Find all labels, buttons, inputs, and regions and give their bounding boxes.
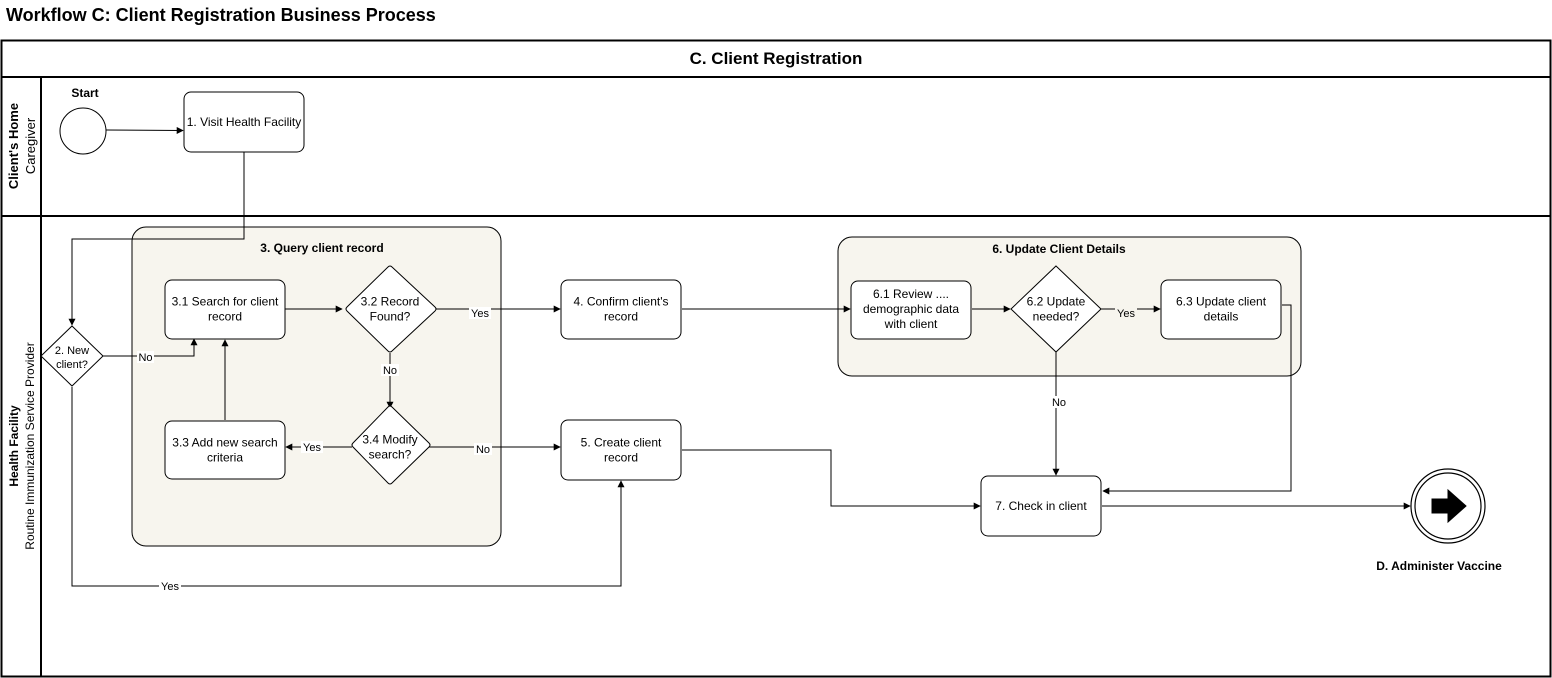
node-confirm-box — [560, 279, 682, 340]
edge-create-to-checkin — [682, 449, 981, 510]
lane-facility-subtitle: Routine Immunization Service Provider — [23, 342, 37, 549]
edge-visit-to-new-client — [68, 152, 245, 326]
label-update-no: No — [1052, 397, 1066, 409]
edge-new-client-yes — [71, 387, 625, 587]
lane-facility-title: Health Facility — [7, 405, 21, 487]
start-label: Start — [71, 86, 98, 100]
node-checkin-label: 7. Check in client — [995, 499, 1087, 513]
node-search-box — [164, 279, 286, 340]
node-review-box — [850, 280, 972, 340]
node-visit-label: 1. Visit Health Facility — [187, 115, 302, 129]
label-new-client-yes: Yes — [161, 581, 179, 593]
page-title: Workflow C: Client Registration Business… — [6, 5, 436, 25]
label-found-no: No — [383, 365, 397, 377]
label-found-yes: Yes — [471, 308, 489, 320]
group-update-title: 6. Update Client Details — [992, 242, 1126, 256]
node-visit-box — [183, 91, 305, 153]
label-update-yes: Yes — [1117, 308, 1135, 320]
node-update-details-box — [1160, 279, 1282, 340]
node-checkin-box — [980, 475, 1102, 537]
end-event — [1410, 468, 1486, 544]
label-modify-yes: Yes — [303, 442, 321, 454]
gateway-record-found — [345, 265, 437, 353]
group-query-title: 3. Query client record — [260, 241, 383, 255]
gateway-update-needed — [1010, 265, 1102, 353]
label-modify-no: No — [476, 444, 490, 456]
label-new-client-no: No — [138, 352, 152, 364]
node-add-criteria-box — [164, 420, 286, 480]
pool-title: C. Client Registration — [690, 49, 863, 68]
lane-home-title: Client's Home — [6, 103, 21, 189]
edge-update-details-to-checkin — [1102, 304, 1292, 495]
lane-facility-header: Health Facility Routine Immunization Ser… — [7, 342, 37, 549]
group-query-client-record — [131, 226, 502, 547]
lane-home-header: Client's Home Caregiver — [6, 103, 38, 189]
gateway-modify-search — [351, 405, 431, 485]
end-label: D. Administer Vaccine — [1376, 559, 1502, 573]
arrow-right-icon — [1431, 488, 1467, 524]
edge-start-to-visit — [105, 126, 184, 134]
node-create-box — [560, 419, 682, 481]
gateway-new-client — [40, 325, 104, 387]
lane-home-subtitle: Caregiver — [23, 117, 38, 174]
start-event — [59, 107, 107, 155]
edge-new-client-no — [103, 338, 198, 357]
